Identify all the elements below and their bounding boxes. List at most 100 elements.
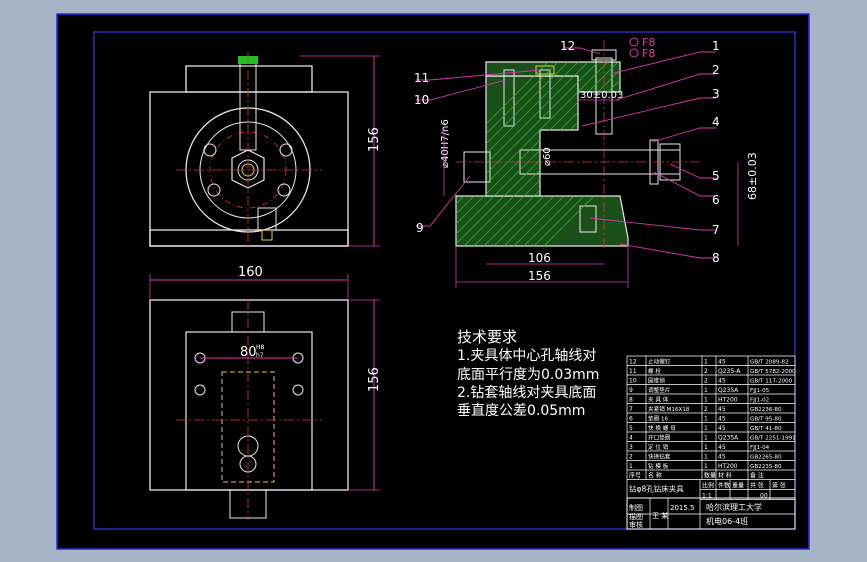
bom-cell-qty: 1: [704, 444, 708, 451]
bom-cell-std: GB/T 2251-1991: [750, 436, 796, 442]
top-view-hole: [194, 384, 206, 396]
bom-cell-qty: 2: [704, 378, 708, 385]
notes-line-4: 垂直度公差0.05mm: [457, 402, 585, 419]
front-view-base: [149, 229, 349, 247]
bom-cell-mat: Q235-A: [718, 368, 741, 375]
bom-cell-std: GB2236-80: [750, 407, 782, 413]
notes-line-3: 2.钻套轴线对夹具底面: [457, 385, 596, 401]
title-block-drawn: 制图: [629, 503, 643, 512]
top-view: 80 H8 h7 160 156: [149, 265, 382, 520]
bom-cell-mat: 45: [718, 444, 726, 451]
bom-cell-mat: 45: [718, 416, 726, 423]
dim-30-label: 30±0.03: [580, 90, 623, 101]
leader-7: [589, 217, 716, 231]
section-hatch-line: [456, 62, 611, 246]
sheet-border-inner: [93, 31, 796, 530]
leader-8: [619, 243, 716, 259]
front-view-upper-block: [185, 65, 313, 93]
leader-9: [416, 175, 471, 227]
sheet-border-outer: [56, 13, 810, 550]
bom-cell-std: GB/T 95-80: [750, 417, 782, 423]
dim-156-label: 156: [528, 269, 551, 283]
bom-part-no: 00: [760, 493, 768, 500]
bom-cell-no: 11: [629, 368, 637, 375]
bom-qty-label: 件数: [718, 482, 730, 490]
bom-cell-name: 开口垫圈: [648, 434, 671, 442]
bom-cell-mat: 45: [718, 359, 726, 366]
bom-sheet2-label: 第 张: [772, 482, 786, 490]
callout-5: 5: [712, 169, 720, 183]
bom-cell-mat: Q235A: [718, 435, 739, 442]
bom-header-mat: 材 料: [718, 472, 732, 480]
title-block-approved: 审核: [629, 520, 643, 529]
bom-cell-qty: 1: [704, 397, 708, 404]
bom-cell-mat: HT200: [718, 397, 738, 404]
section-hatch-line: [456, 62, 591, 246]
bom-cell-mat: 45: [718, 425, 726, 432]
top-view-hole-tol-bottom: h7: [256, 352, 264, 359]
bom-cell-qty: 1: [704, 387, 708, 394]
title-block-designer: 王 某: [652, 512, 668, 520]
bom-cell-name: 螺 栓: [648, 367, 661, 375]
front-view-bolt-hole: [207, 183, 221, 197]
front-view: 156: [149, 52, 382, 250]
bom-cell-std: GB2265-80: [750, 455, 782, 461]
callout-6: 6: [712, 193, 720, 207]
front-view-bolt-hole: [203, 143, 217, 157]
bom-cell-no: 2: [629, 454, 633, 461]
bom-cell-std: GB/T 5782-2000: [750, 369, 796, 375]
section-hatch-line: [529, 62, 628, 246]
leader-6: [653, 171, 716, 197]
callout-9: 9: [416, 221, 424, 235]
bom-cell-qty: 2: [704, 368, 708, 375]
bom-cell-no: 1: [629, 463, 633, 470]
bom-header-qty: 数量: [704, 472, 716, 480]
bom-cell-name: 钻 模 板: [648, 462, 669, 470]
leader-3: [581, 97, 716, 127]
title-block-frame: [626, 497, 796, 530]
tolerance-symbol: [629, 37, 639, 47]
leader-10: [416, 79, 507, 101]
technical-notes: 技术要求 1.夹具体中心孔轴线对 底面平行度为0.03mm 2.钻套轴线对夹具底…: [457, 328, 599, 419]
bom-cell-std: GB2235-80: [750, 464, 782, 470]
bom-cell-name: 止动螺钉: [648, 358, 671, 366]
bom-cell-std: FJJ1-02: [750, 398, 769, 404]
callout-2: 2: [712, 63, 720, 77]
callout-3: 3: [712, 87, 720, 101]
bom-cell-mat: Q235A: [718, 387, 739, 394]
section-adjust-shim: [463, 151, 491, 183]
leader-1: [609, 51, 716, 75]
title-block-checked: 描图: [629, 512, 643, 521]
callout-12: 12: [560, 39, 575, 53]
leader-12: [564, 47, 601, 55]
bom-cell-qty: 1: [704, 435, 708, 442]
bom-cell-no: 12: [629, 359, 637, 366]
callout-10: 10: [414, 93, 429, 107]
dim-dia60-label: ⌀60: [542, 147, 553, 166]
leader-5: [669, 163, 716, 179]
bom-cell-mat: 45: [718, 378, 726, 385]
section-leaders: [416, 47, 716, 259]
bom-cell-no: 5: [629, 425, 633, 432]
top-view-hole-spacing: 80: [240, 345, 257, 360]
bom-cell-qty: 1: [704, 425, 708, 432]
callout-7: 7: [712, 223, 720, 237]
bom-cell-mat: 45: [718, 406, 726, 413]
bom-cell-std: FJJ1-05: [750, 388, 770, 394]
bom-cell-name: 垫圈 16: [648, 415, 669, 423]
bom-cell-std: GB/T 41-80: [750, 426, 782, 432]
bom-cell-qty: 1: [704, 359, 708, 366]
front-view-height-label: 156: [367, 127, 382, 152]
section-hatch-line: [456, 62, 551, 246]
notes-title: 技术要求: [457, 328, 517, 346]
notes-line-2: 底面平行度为0.03mm: [457, 367, 599, 383]
leader-11: [416, 69, 541, 81]
drawing-background: [57, 14, 809, 549]
tolerance-f8-top: F8: [642, 36, 655, 49]
bom-cell-no: 3: [629, 444, 633, 451]
bom-cell-std: FJJ1-04: [750, 445, 770, 451]
dim-106-label: 106: [528, 251, 551, 265]
bom-cell-no: 7: [629, 406, 633, 413]
front-view-bolt-hole: [277, 183, 291, 197]
